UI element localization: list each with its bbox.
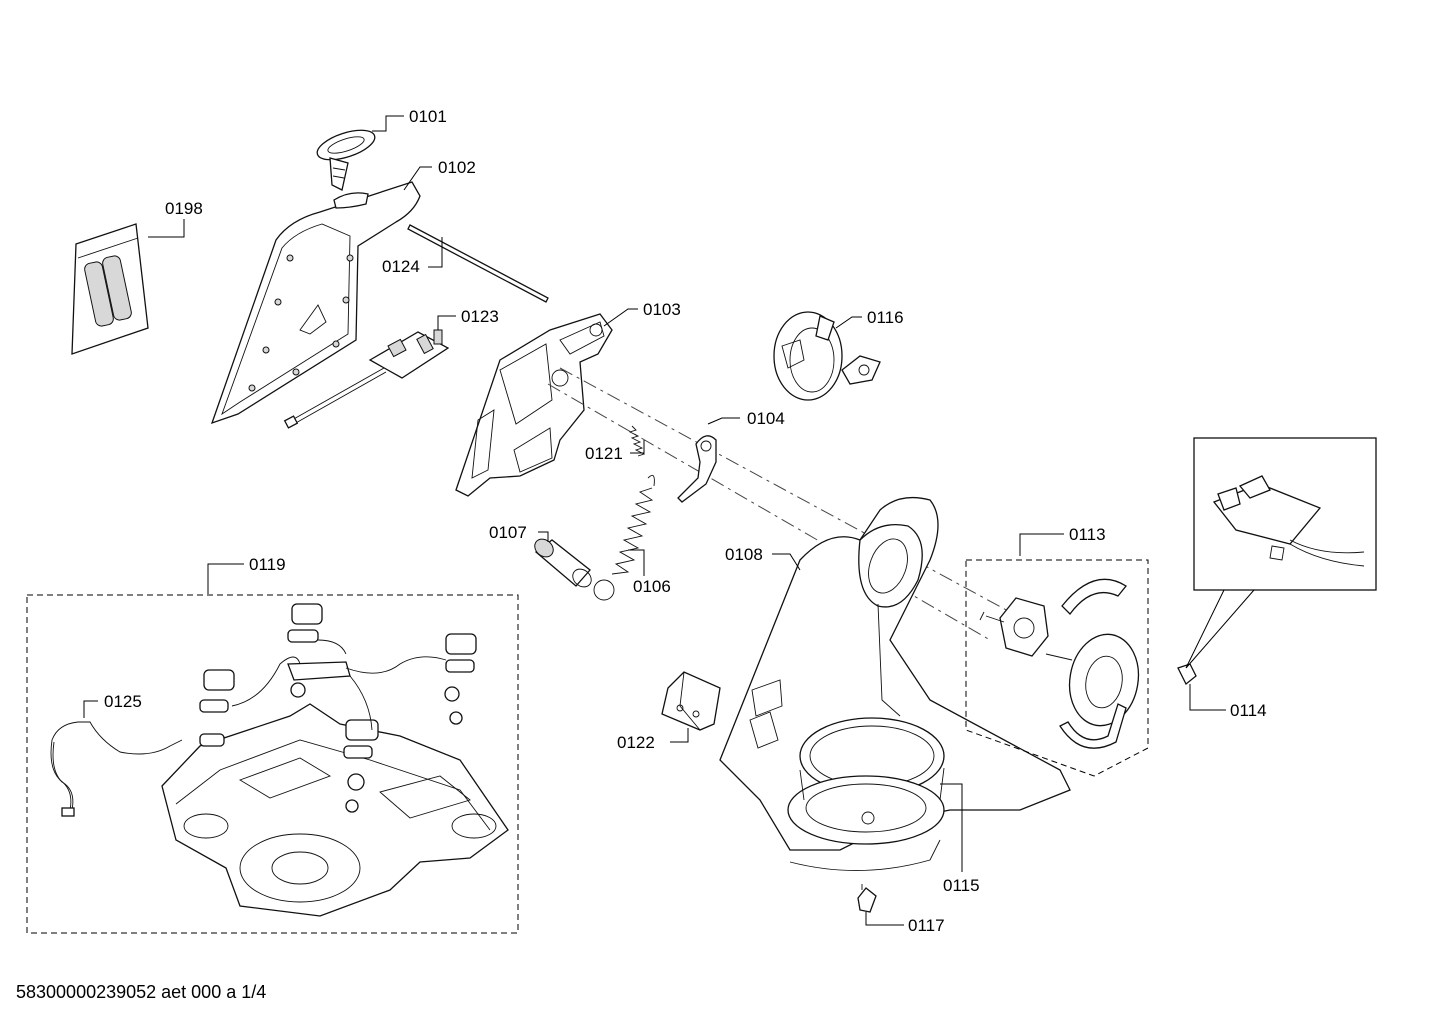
label-0104: 0104 <box>747 409 785 428</box>
part-0101-drawing <box>316 129 376 191</box>
label-0102: 0102 <box>438 158 476 177</box>
label-0115: 0115 <box>943 876 980 895</box>
leader-0198 <box>148 219 185 238</box>
part-0117-drawing <box>857 884 877 913</box>
leader-0124 <box>428 237 443 268</box>
label-0122: 0122 <box>617 733 655 752</box>
label-0103: 0103 <box>643 300 681 319</box>
part-0103-drawing <box>455 313 613 497</box>
leader-0123 <box>437 315 456 330</box>
part-0107-drawing <box>534 538 592 588</box>
label-0113: 0113 <box>1069 525 1106 544</box>
label-0101: 0101 <box>409 107 447 126</box>
document-id: 58300000239052 aet 000 a 1/4 <box>16 982 266 1002</box>
leader-0121 <box>630 440 645 454</box>
label-0114: 0114 <box>1230 701 1267 720</box>
leader-0102 <box>403 166 432 191</box>
assembly-axis-line <box>559 367 1011 613</box>
label-0108: 0108 <box>725 545 763 564</box>
leader-0108 <box>772 553 801 571</box>
part-0114-drawing <box>1177 437 1377 686</box>
part-0121-drawing <box>628 425 646 457</box>
leader-0125 <box>83 700 98 718</box>
part-0102-drawing <box>210 181 421 425</box>
leader-0119 <box>207 563 244 594</box>
assembly-axis-line-2 <box>547 383 991 641</box>
part-0116-drawing <box>773 311 881 401</box>
label-0125: 0125 <box>104 692 142 711</box>
label-0121: 0121 <box>585 444 623 463</box>
leader-0116 <box>835 316 862 329</box>
label-0198: 0198 <box>165 199 203 218</box>
base-feet <box>199 603 477 813</box>
part-0198-drawing <box>71 223 149 355</box>
part-0122-drawing <box>661 671 721 731</box>
label-0119: 0119 <box>249 555 286 574</box>
leader-0103 <box>603 308 638 327</box>
label-0123: 0123 <box>461 307 499 326</box>
leader-0122 <box>670 728 689 743</box>
leader-0113 <box>1019 533 1064 556</box>
leader-0106 <box>628 549 645 576</box>
part-0106-drawing <box>593 474 655 601</box>
label-0107: 0107 <box>489 523 527 542</box>
leader-0104 <box>707 417 740 425</box>
part-0115-drawing <box>787 717 945 845</box>
leader-0101 <box>372 115 404 132</box>
leader-0115 <box>940 783 963 872</box>
label-0116: 0116 <box>867 308 904 327</box>
leader-0107 <box>538 531 549 542</box>
part-0123-drawing <box>283 329 450 429</box>
part-0125-drawing <box>50 721 183 817</box>
part-0119-group <box>26 594 519 934</box>
part-0113-group <box>965 559 1149 777</box>
leader-0117 <box>865 912 904 926</box>
label-0124: 0124 <box>382 257 420 276</box>
leader-0114 <box>1189 684 1226 711</box>
label-0117: 0117 <box>908 916 945 935</box>
part-0104-drawing <box>677 435 717 503</box>
label-0106: 0106 <box>633 577 671 596</box>
part-0124-drawing <box>407 224 549 303</box>
